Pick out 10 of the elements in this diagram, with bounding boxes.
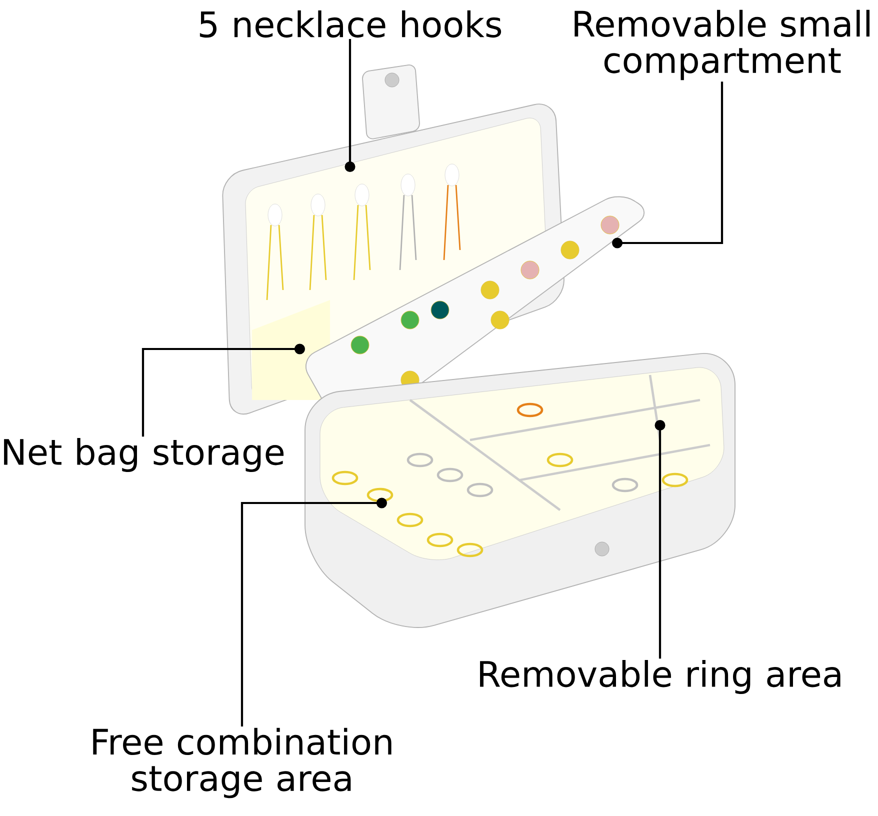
- leader-line: [240, 498, 387, 726]
- leader-line: [344, 39, 356, 172]
- callout-label: Removable ring area: [480, 660, 840, 694]
- callout-label: 5 necklace hooks: [200, 10, 502, 38]
- callout-label: Net bag storage: [4, 438, 284, 472]
- leader-line: [142, 344, 305, 437]
- callout-label: Removable small compartment: [574, 10, 870, 80]
- callout-label: Free combination storage area: [93, 728, 392, 798]
- leader-line: [612, 82, 724, 248]
- leader-line: [654, 420, 666, 659]
